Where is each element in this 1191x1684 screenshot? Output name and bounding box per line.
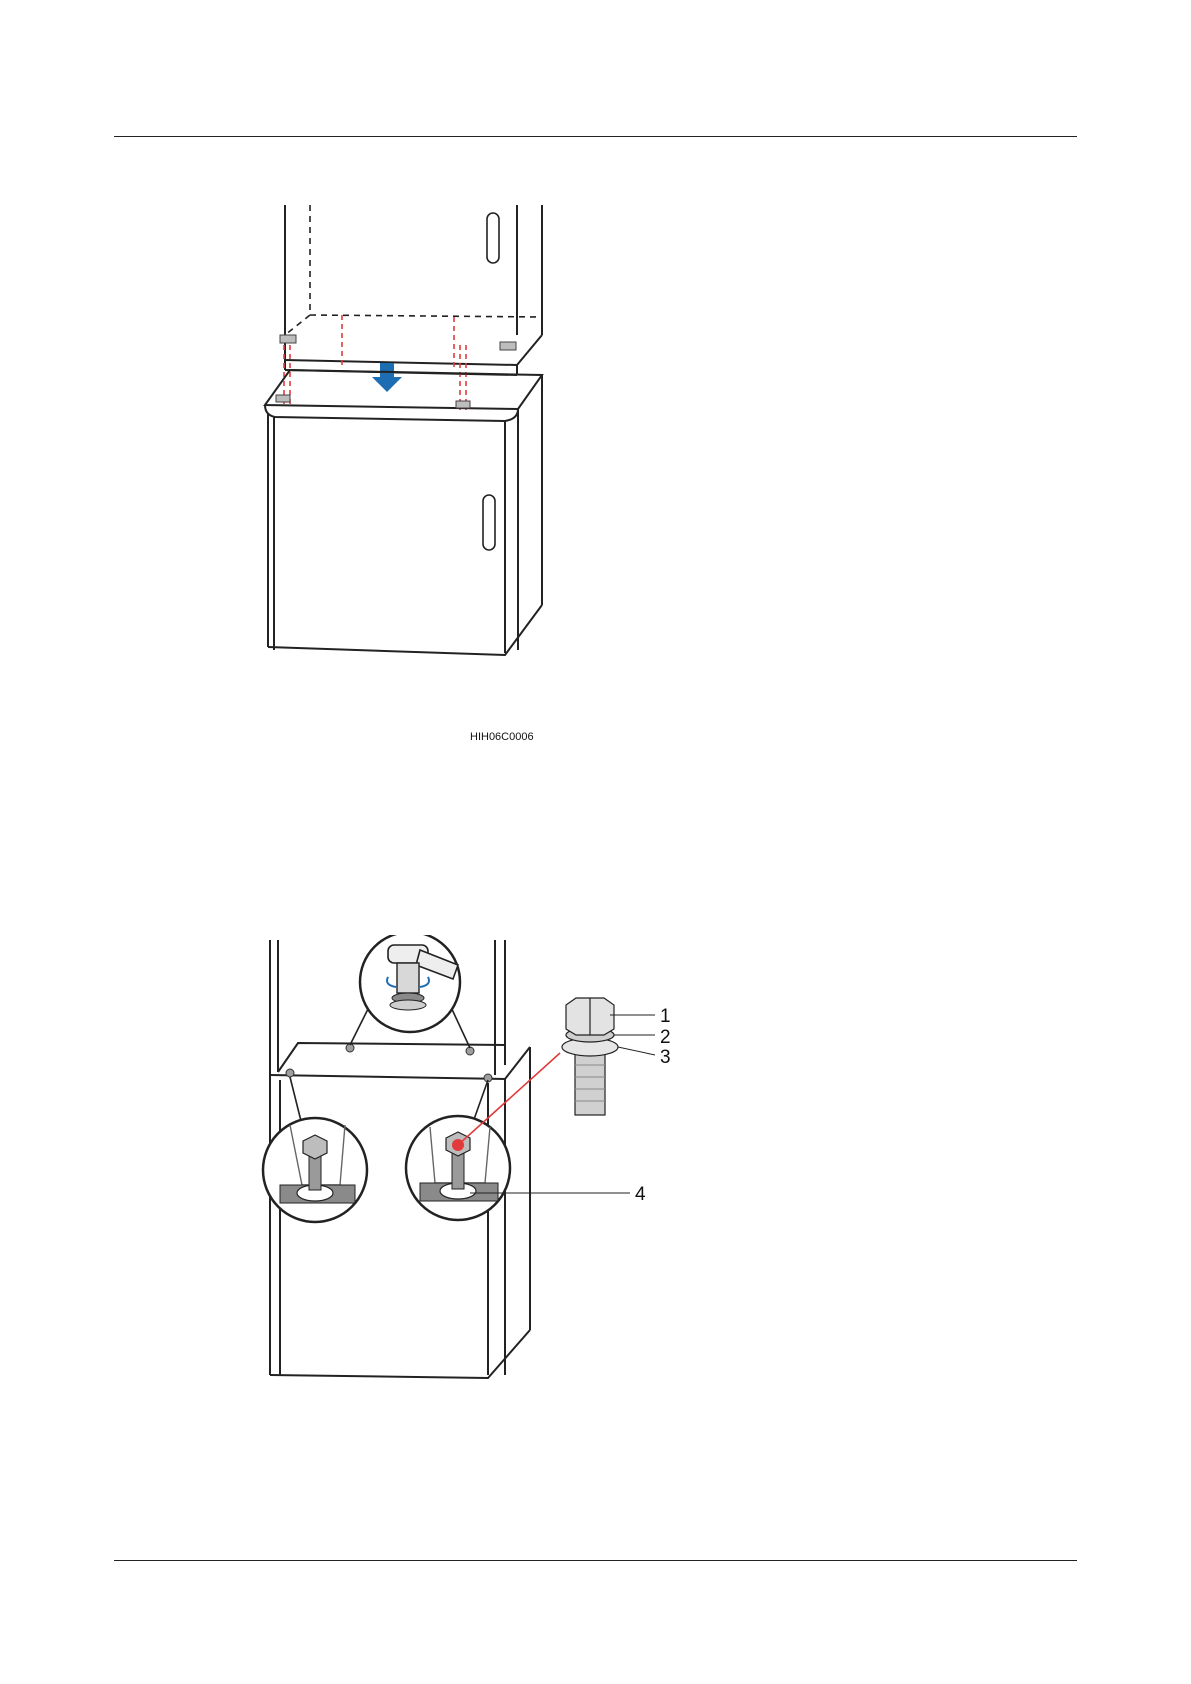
detail-bolt-left bbox=[263, 1077, 367, 1222]
hex-bolt-icon bbox=[562, 998, 618, 1115]
detail-wrench-tightening bbox=[350, 935, 470, 1048]
callout-1: 1 bbox=[660, 1006, 671, 1027]
header-rule bbox=[114, 136, 1077, 137]
mounting-tabs bbox=[280, 335, 516, 350]
callout-4: 4 bbox=[635, 1184, 646, 1205]
figure-code: HIH06C0006 bbox=[470, 731, 534, 743]
detail-bolt-right bbox=[406, 1080, 510, 1220]
callout-3: 3 bbox=[660, 1047, 671, 1068]
figure-cabinet-stacking bbox=[260, 195, 560, 755]
down-arrow-icon bbox=[372, 363, 402, 392]
figure-bolt-fastening: 1 2 3 4 bbox=[260, 935, 780, 1380]
red-leader-line bbox=[458, 1053, 560, 1145]
lower-cabinet bbox=[265, 370, 542, 655]
footer-rule bbox=[114, 1560, 1077, 1561]
callout-2: 2 bbox=[660, 1027, 671, 1048]
